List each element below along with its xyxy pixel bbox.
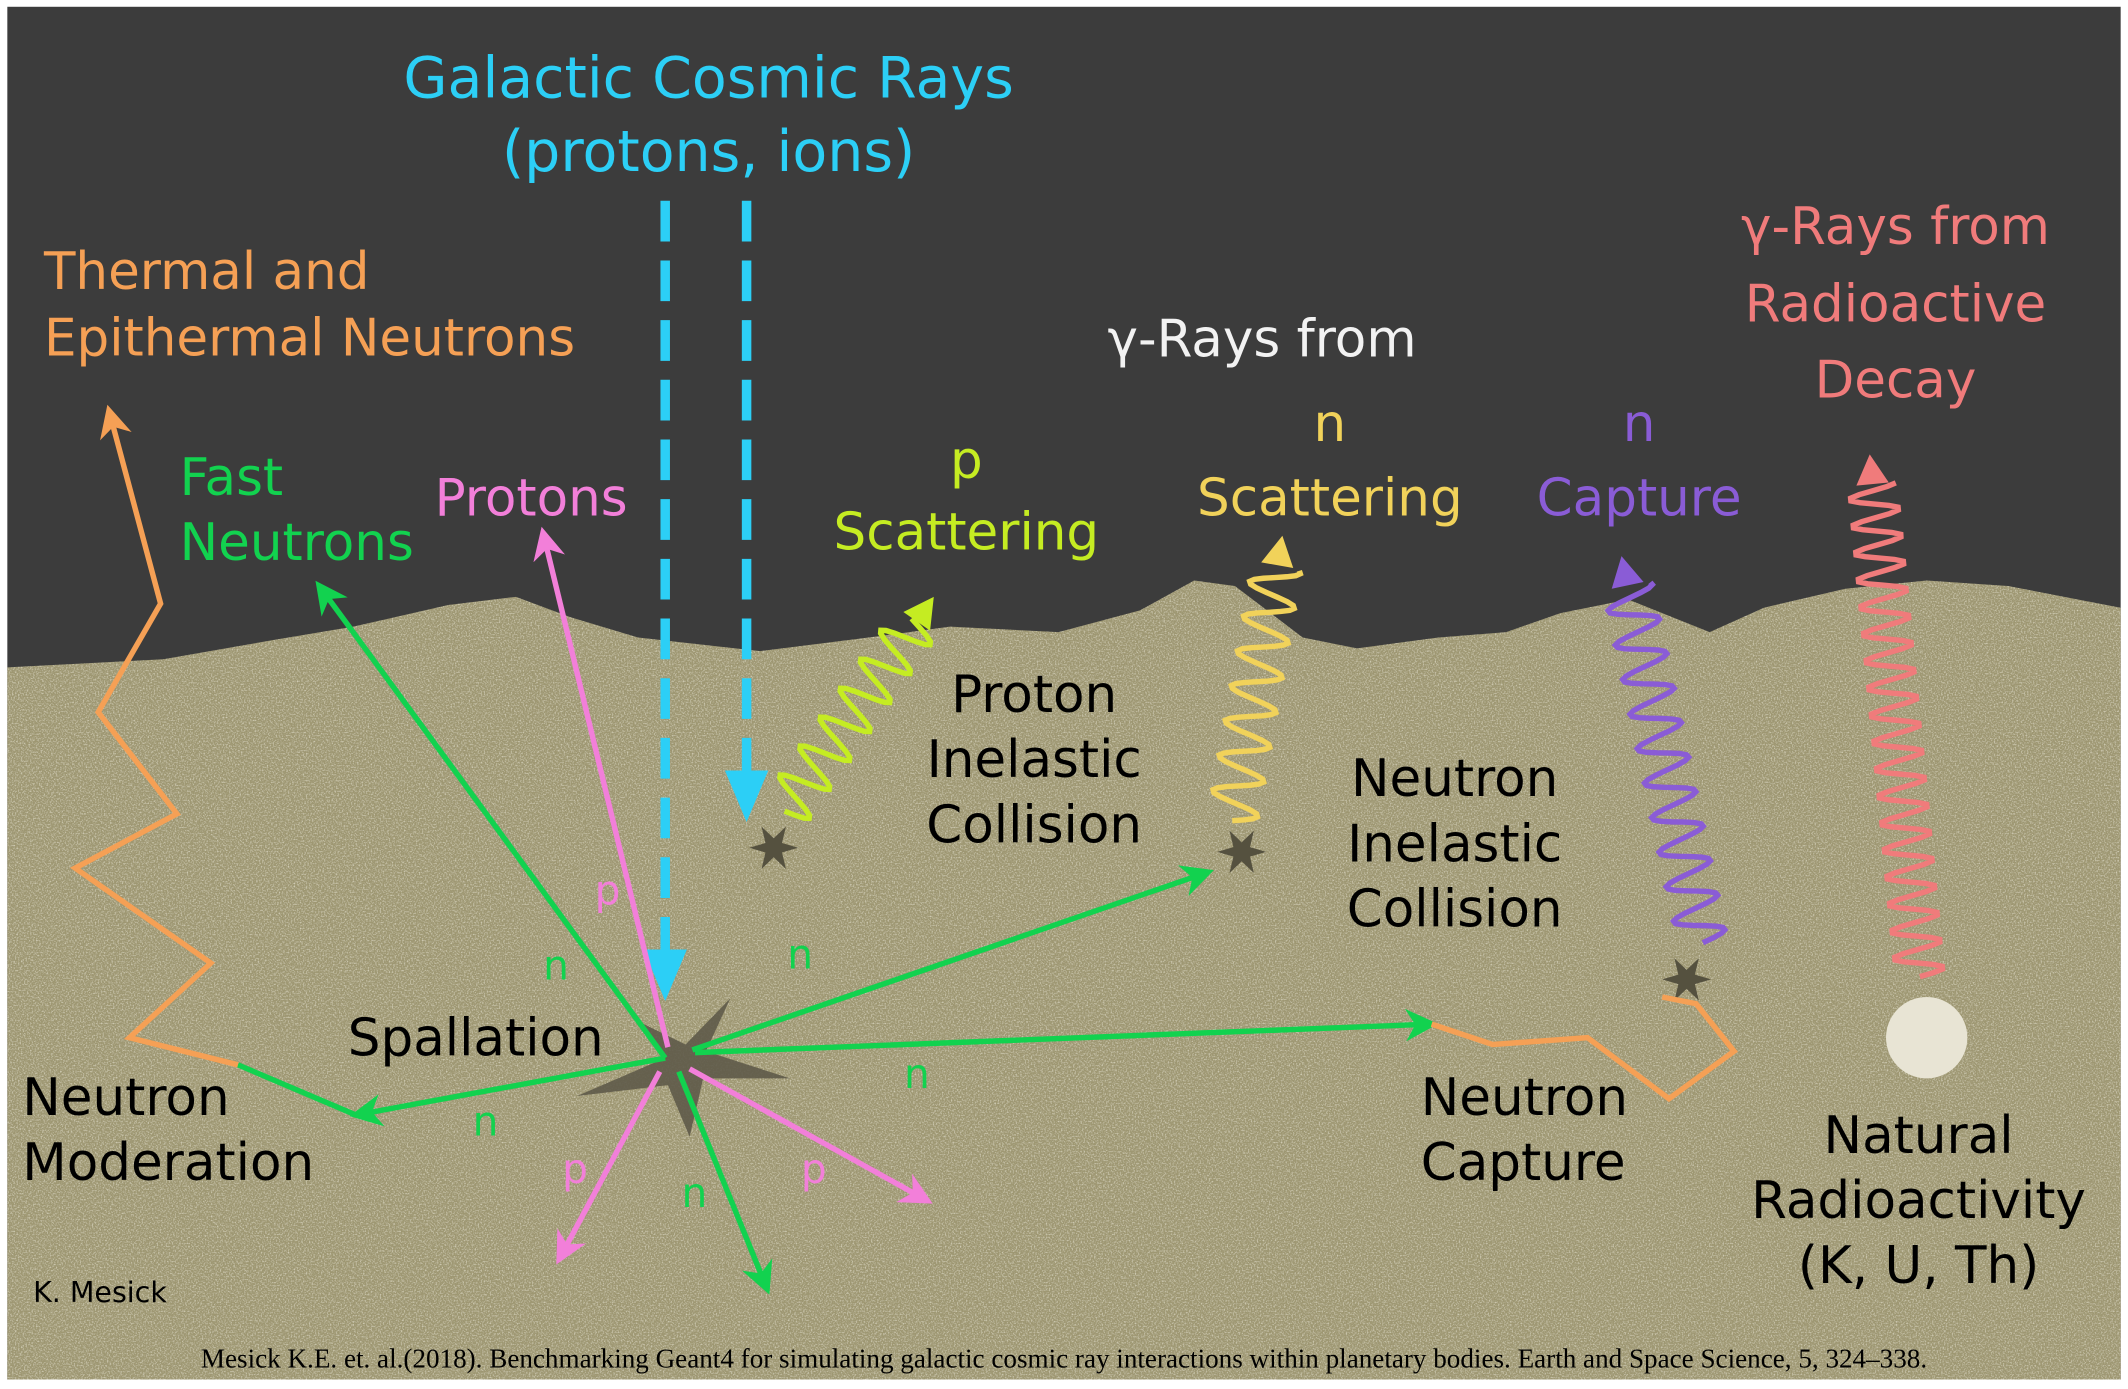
citation: Mesick K.E. et. al.(2018). Benchmarking …	[201, 1343, 1927, 1373]
neutron-inelastic-line2: Inelastic	[1347, 814, 1562, 874]
escaping-proton-track	[533, 526, 671, 1048]
particle-label-n: n	[904, 1050, 930, 1098]
thermal-neutron-path	[69, 404, 239, 1068]
capture-neutron-track	[694, 1008, 1439, 1056]
n-scatter-gamma-arrowhead	[1261, 535, 1294, 569]
moderation-line2: Moderation	[22, 1133, 314, 1193]
moderation-neutron-track	[349, 1055, 666, 1127]
natural-line2: Radioactivity	[1751, 1171, 2086, 1231]
proton-inelastic-line3: Collision	[926, 795, 1142, 855]
capture-gamma-arrowhead	[1611, 556, 1644, 589]
gamma-from-label: γ-Rays from	[1108, 310, 1417, 370]
moderation-neutron-segment	[236, 1062, 357, 1118]
decay-gamma-wave	[1847, 480, 1946, 980]
collision-star	[749, 826, 799, 869]
neutron-inelastic-line3: Collision	[1347, 879, 1563, 939]
fast-neutron-track	[315, 580, 668, 1060]
moderation-line1: Neutron	[22, 1068, 229, 1128]
p-scatter-line2: Scattering	[834, 502, 1100, 562]
decay-gamma-arrowhead	[1856, 454, 1889, 486]
collision-stars	[749, 826, 1712, 1001]
neutron-inelastic-line1: Neutron	[1351, 749, 1558, 809]
particle-tracks	[69, 404, 1738, 1295]
captured-neutron-path	[1430, 994, 1738, 1103]
decay-line1: γ-Rays from	[1741, 197, 2050, 257]
thermal-label-line1: Thermal and	[43, 242, 370, 302]
particle-label-n: n	[543, 941, 569, 989]
p-scatter-line1: p	[950, 430, 983, 490]
fast-label-line1: Fast	[180, 448, 284, 508]
particle-label-n: n	[681, 1169, 707, 1217]
fast-label-line2: Neutrons	[180, 513, 414, 573]
collision-star	[1217, 830, 1267, 874]
particle-label-n: n	[787, 931, 813, 979]
proton-inelastic-line1: Proton	[951, 665, 1117, 725]
gamma-ray-waves	[777, 454, 1946, 980]
downward-neutron-track	[676, 1070, 773, 1295]
radioactive-nucleus	[1886, 996, 1968, 1079]
n-scatter-line2: Scattering	[1197, 468, 1463, 528]
p-scatter-gamma-wave	[777, 616, 934, 822]
thermal-label-line2: Epithermal Neutrons	[44, 308, 575, 368]
cosmic-ray-arrowhead-2	[724, 770, 769, 823]
spallation-star	[577, 998, 790, 1137]
inelastic-neutron-track	[691, 865, 1214, 1053]
proton-track-down-left	[556, 1070, 663, 1265]
decay-line3: Decay	[1815, 350, 1977, 410]
capture-gamma-wave	[1604, 580, 1729, 946]
natural-line1: Natural	[1824, 1106, 2014, 1166]
decay-line2: Radioactive	[1745, 274, 2046, 334]
planetary-surface	[7, 580, 2121, 1380]
n-scatter-line1: n	[1314, 394, 1347, 454]
particle-label-p: p	[801, 1145, 827, 1193]
n-scatter-gamma-wave	[1209, 569, 1304, 824]
protons-label: Protons	[435, 468, 628, 528]
n-capture-line2: Capture	[1537, 468, 1742, 528]
proton-track-down-right	[688, 1066, 933, 1204]
p-scatter-gamma-arrowhead	[903, 596, 934, 631]
cosmic-ray-arrowhead-1	[643, 949, 687, 1002]
particle-label-p: p	[595, 867, 621, 915]
title-line2: (protons, ions)	[502, 119, 915, 185]
collision-star	[1662, 958, 1712, 1001]
capture-line1: Neutron	[1421, 1068, 1628, 1128]
title-line1: Galactic Cosmic Rays	[403, 46, 1013, 112]
author-credit: K. Mesick	[33, 1276, 167, 1309]
natural-line3: (K, U, Th)	[1798, 1236, 2039, 1296]
proton-inelastic-line2: Inelastic	[927, 730, 1142, 790]
particle-label-n: n	[473, 1097, 499, 1145]
capture-line2: Capture	[1421, 1133, 1626, 1193]
particle-label-p: p	[562, 1145, 588, 1193]
spallation-label: Spallation	[348, 1008, 604, 1068]
n-capture-line1: n	[1623, 394, 1656, 454]
